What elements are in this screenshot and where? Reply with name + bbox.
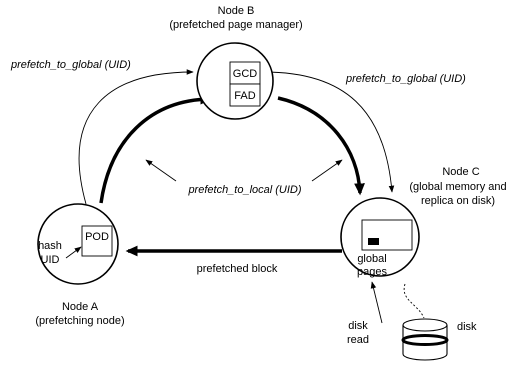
pod-box <box>81 225 113 257</box>
hash-line1: hash <box>38 240 62 252</box>
disk-label: disk <box>457 321 477 333</box>
label-prefetch-to-global-right: prefetch_to_global (UID) <box>345 73 466 85</box>
pointer-to-left-edge <box>145 159 177 182</box>
edge-b-to-c-prefetch-to-local <box>277 96 365 196</box>
node-b-title: Node B <box>218 5 255 17</box>
label-prefetch-to-local: prefetch_to_local (UID) <box>187 184 301 196</box>
disk-platter <box>401 334 449 346</box>
fad-box <box>229 83 261 107</box>
node-a: POD hash UID <box>37 203 119 285</box>
node-b: GCD FAD <box>196 42 274 120</box>
global-pages-box <box>361 219 413 251</box>
node-b-subtitle: (prefetched page manager) <box>169 19 302 31</box>
node-a-circle <box>37 203 119 285</box>
node-c: global pages <box>340 197 420 278</box>
global-pages-line2: pages <box>357 266 387 278</box>
disk-body <box>402 325 448 361</box>
node-c-subtitle-line2: replica on disk) <box>421 195 495 207</box>
disk-read-line1: disk <box>348 320 368 332</box>
node-c-subtitle-line1: (global memory and <box>409 181 506 193</box>
label-prefetch-to-global-left: prefetch_to_global (UID) <box>10 59 131 71</box>
edge-a-to-b-prefetch-to-local <box>99 93 213 204</box>
node-a-subtitle: (prefetching node) <box>35 315 124 327</box>
disk-top <box>402 318 448 332</box>
disk-read-connector <box>403 283 425 319</box>
global-pages-line1: global <box>357 253 386 265</box>
disk-icon <box>401 318 449 361</box>
edge-b-to-c-prefetch-to-global <box>263 71 395 193</box>
edge-a-to-b-prefetch-to-global <box>78 69 194 205</box>
node-a-title: Node A <box>62 301 99 313</box>
page-block <box>368 238 379 245</box>
label-prefetched-block: prefetched block <box>197 263 278 275</box>
disk-read-line2: read <box>347 334 369 346</box>
pod-label: POD <box>85 231 109 243</box>
pointer-to-right-edge <box>311 159 343 182</box>
fad-label: FAD <box>234 90 255 102</box>
hash-line2: UID <box>41 254 60 266</box>
gcd-label: GCD <box>233 68 258 80</box>
hash-arrow <box>65 246 82 259</box>
disk-read-arrow <box>370 281 383 324</box>
node-c-title: Node C <box>442 166 479 178</box>
